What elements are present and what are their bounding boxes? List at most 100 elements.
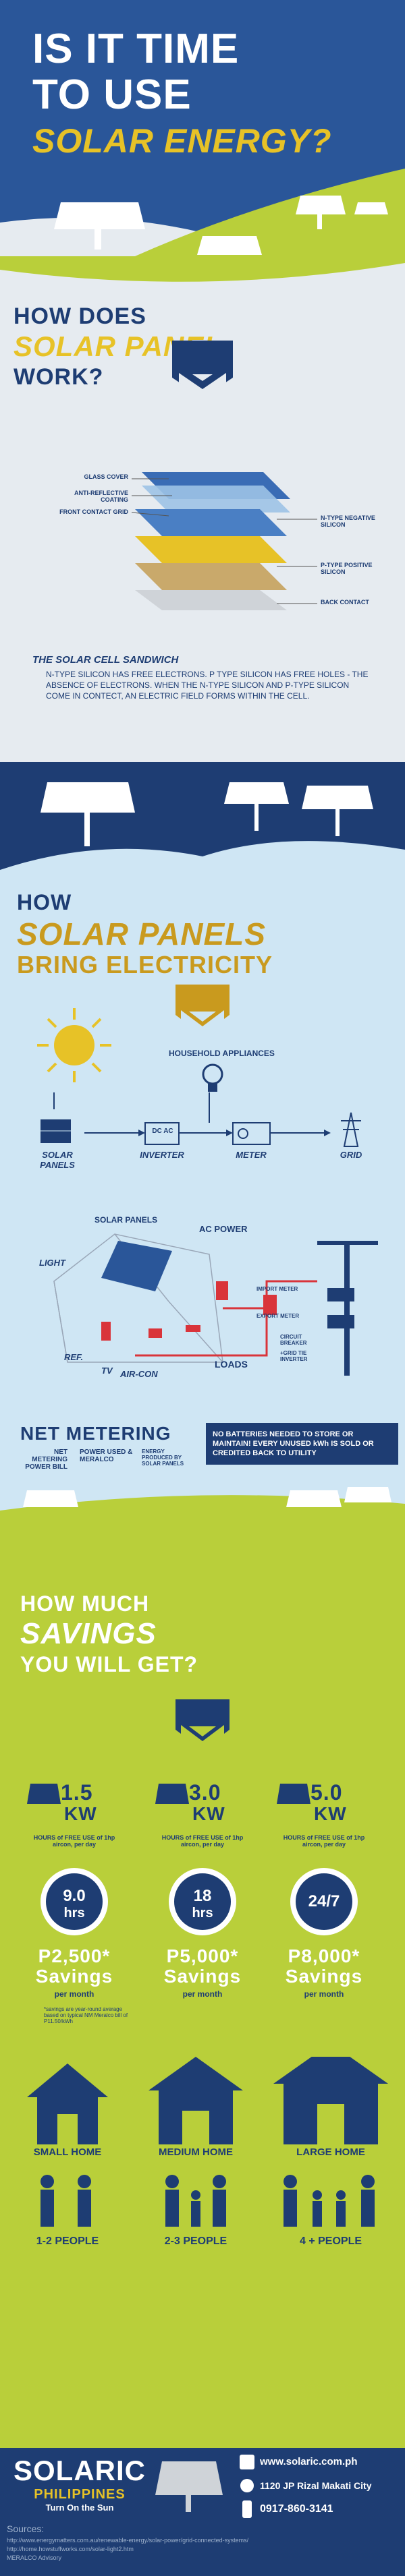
sandwich-title: THE SOLAR CELL SANDWICH [32, 654, 179, 666]
layer-label-left-3: FRONT CONTACT GRID [59, 508, 128, 515]
solar-panel-icon [224, 782, 289, 831]
layer-label-right-3: BACK CONTACT [321, 599, 369, 606]
sandwich-text: N-TYPE SILICON HAS FREE ELECTRONS. P TYP… [46, 670, 369, 701]
inverter-icon [144, 1122, 180, 1145]
inverter-text: DC AC [152, 1128, 173, 1135]
bring-section: HOW SOLAR PANELS BRING ELECTRICITY HOUSE… [0, 883, 405, 1531]
people-label-small: 1-2 PEOPLE [36, 2235, 99, 2247]
solar-panel-icon [277, 1784, 310, 1804]
net-metering-note: NO BATTERIES NEEDED TO STORE OR MAINTAIN… [206, 1423, 398, 1465]
solar-cell-diagram [131, 472, 317, 610]
kw-unit: KW [192, 1803, 225, 1824]
savings-per: per month [54, 1989, 94, 1999]
house-label-panels: SOLAR PANELS [94, 1215, 158, 1225]
savings-per: per month [304, 1989, 344, 1999]
sources-title: Sources: [7, 2523, 45, 2534]
house-label-import: IMPORT METER [256, 1286, 298, 1292]
medium-home-icon [148, 2057, 243, 2144]
website-link[interactable]: www.solaric.com.ph [260, 2456, 358, 2467]
large-home-icon [273, 2057, 388, 2144]
layer-label-right-2: P-TYPE POSITIVE SILICON [321, 562, 373, 575]
hours-text: HOURS of FREE USE of 1hp aircon, per day [283, 1834, 365, 1848]
solar-panel-icon [27, 1784, 61, 1804]
house-label-loads: LOADS [215, 1359, 248, 1370]
flow-label-grid: GRID [340, 1150, 362, 1160]
kw-unit: KW [314, 1803, 347, 1824]
kw-value: 3.0 [189, 1780, 221, 1805]
house-label-light: LIGHT [39, 1258, 65, 1268]
savings-title1: HOW MUCH [20, 1591, 150, 1616]
savings-section: HOW MUCH SAVINGS YOU WILL GET? 1.5 KW HO… [0, 1531, 405, 2461]
home-label-small: SMALL HOME [33, 2146, 102, 2158]
house-label-aircon: AIR-CON [120, 1369, 158, 1379]
savings-title2: SAVINGS [20, 1617, 157, 1650]
bring-title2: SOLAR PANELS [17, 916, 266, 952]
kw-value: 1.5 [61, 1780, 93, 1805]
people-icon [40, 2175, 375, 2227]
savings-footnote: *savings are year-round average based on… [44, 2006, 128, 2024]
kw-unit: KW [64, 1803, 97, 1824]
brand-logo: SOLARIC PHILIPPINES Turn On the Sun [14, 2455, 146, 2513]
house-label-breaker: CIRCUIT BREAKER [280, 1334, 307, 1346]
green-wave [0, 256, 405, 282]
sun-icon [37, 1008, 111, 1082]
hours-text: HOURS of FREE USE of 1hp aircon, per day [33, 1834, 115, 1848]
source-text-3: MERALCO Advisory [7, 2554, 62, 2561]
phone-text[interactable]: 0917-860-3141 [260, 2503, 333, 2515]
how-work-title1: HOW DOES [14, 303, 146, 329]
savings-word: Savings [163, 1966, 242, 1987]
house-label-gridtie: +GRID TIE INVERTER [280, 1350, 308, 1362]
power-pole-icon [317, 1241, 378, 1376]
home-label-large: LARGE HOME [296, 2146, 365, 2158]
savings-per: per month [182, 1989, 223, 1999]
hours-circle: 18 hrs [169, 1868, 236, 1935]
solar-array-icon [155, 2461, 223, 2512]
how-work-title3: WORK? [14, 364, 104, 390]
net-metering-eq-left: NET METERING POWER BILL [25, 1448, 68, 1471]
net-metering-eq-mid: POWER USED & MERALCO [80, 1448, 133, 1463]
layer-label-right-1: N-TYPE NEGATIVE SILICON [321, 515, 375, 528]
solar-panel-icon [40, 782, 135, 846]
layer-label-left-2: ANTI-REFLECTIVE COATING [74, 490, 128, 503]
people-label-large: 4 + PEOPLE [299, 2235, 362, 2247]
location-pin-icon [240, 2479, 254, 2492]
chevron-down-icon [176, 1699, 230, 1751]
net-metering-eq-right: ENERGY PRODUCED BY SOLAR PANELS [142, 1448, 184, 1467]
savings-word: Savings [35, 1966, 113, 1987]
solar-panel-icon [40, 1119, 71, 1143]
flow-diagram [40, 1092, 361, 1147]
solar-panel-icon [23, 1487, 392, 1507]
savings-title3: YOU WILL GET? [20, 1652, 198, 1676]
solar-panel-icon [155, 1784, 189, 1804]
globe-icon [240, 2455, 254, 2469]
savings-amount: P2,500* [38, 1945, 111, 1966]
home-label-medium: MEDIUM HOME [159, 2146, 233, 2158]
footer-section: SOLARIC PHILIPPINES Turn On the Sun www.… [0, 2448, 405, 2576]
layer-label-left-1: GLASS COVER [84, 473, 128, 480]
appliances-label: HOUSEHOLD APPLIANCES [169, 1049, 275, 1058]
savings-amount: P5,000* [166, 1945, 239, 1966]
hours-circle: 24/7 [290, 1868, 358, 1935]
bring-title3: BRING ELECTRICITY [17, 951, 273, 978]
flow-label-inverter: INVERTER [140, 1150, 184, 1160]
panels-band [0, 762, 405, 883]
house-diagram [53, 1233, 378, 1376]
net-metering-title: NET METERING [20, 1423, 171, 1444]
chevron-down-icon [176, 985, 230, 1036]
grid-tower-icon [341, 1112, 361, 1147]
chevron-down-icon [172, 341, 233, 399]
flow-label-meter: METER [236, 1150, 267, 1160]
kw-value: 5.0 [310, 1780, 343, 1805]
solar-panel-icon [197, 236, 262, 255]
homes-illustration [27, 2057, 388, 2227]
hero-title-line2: TO USE [32, 71, 192, 118]
lightbulb-icon [202, 1063, 223, 1092]
solar-panel-icon [354, 202, 388, 214]
source-link-1[interactable]: http://www.energymatters.com.au/renewabl… [7, 2537, 249, 2544]
bring-title1: HOW [17, 890, 72, 914]
source-link-2[interactable]: http://home.howstuffworks.com/solar-ligh… [7, 2546, 134, 2552]
solar-panel-icon [54, 202, 145, 250]
hero-landscape [0, 169, 405, 256]
band-landscape [0, 782, 405, 883]
house-label-acpower: AC POWER [199, 1224, 248, 1234]
